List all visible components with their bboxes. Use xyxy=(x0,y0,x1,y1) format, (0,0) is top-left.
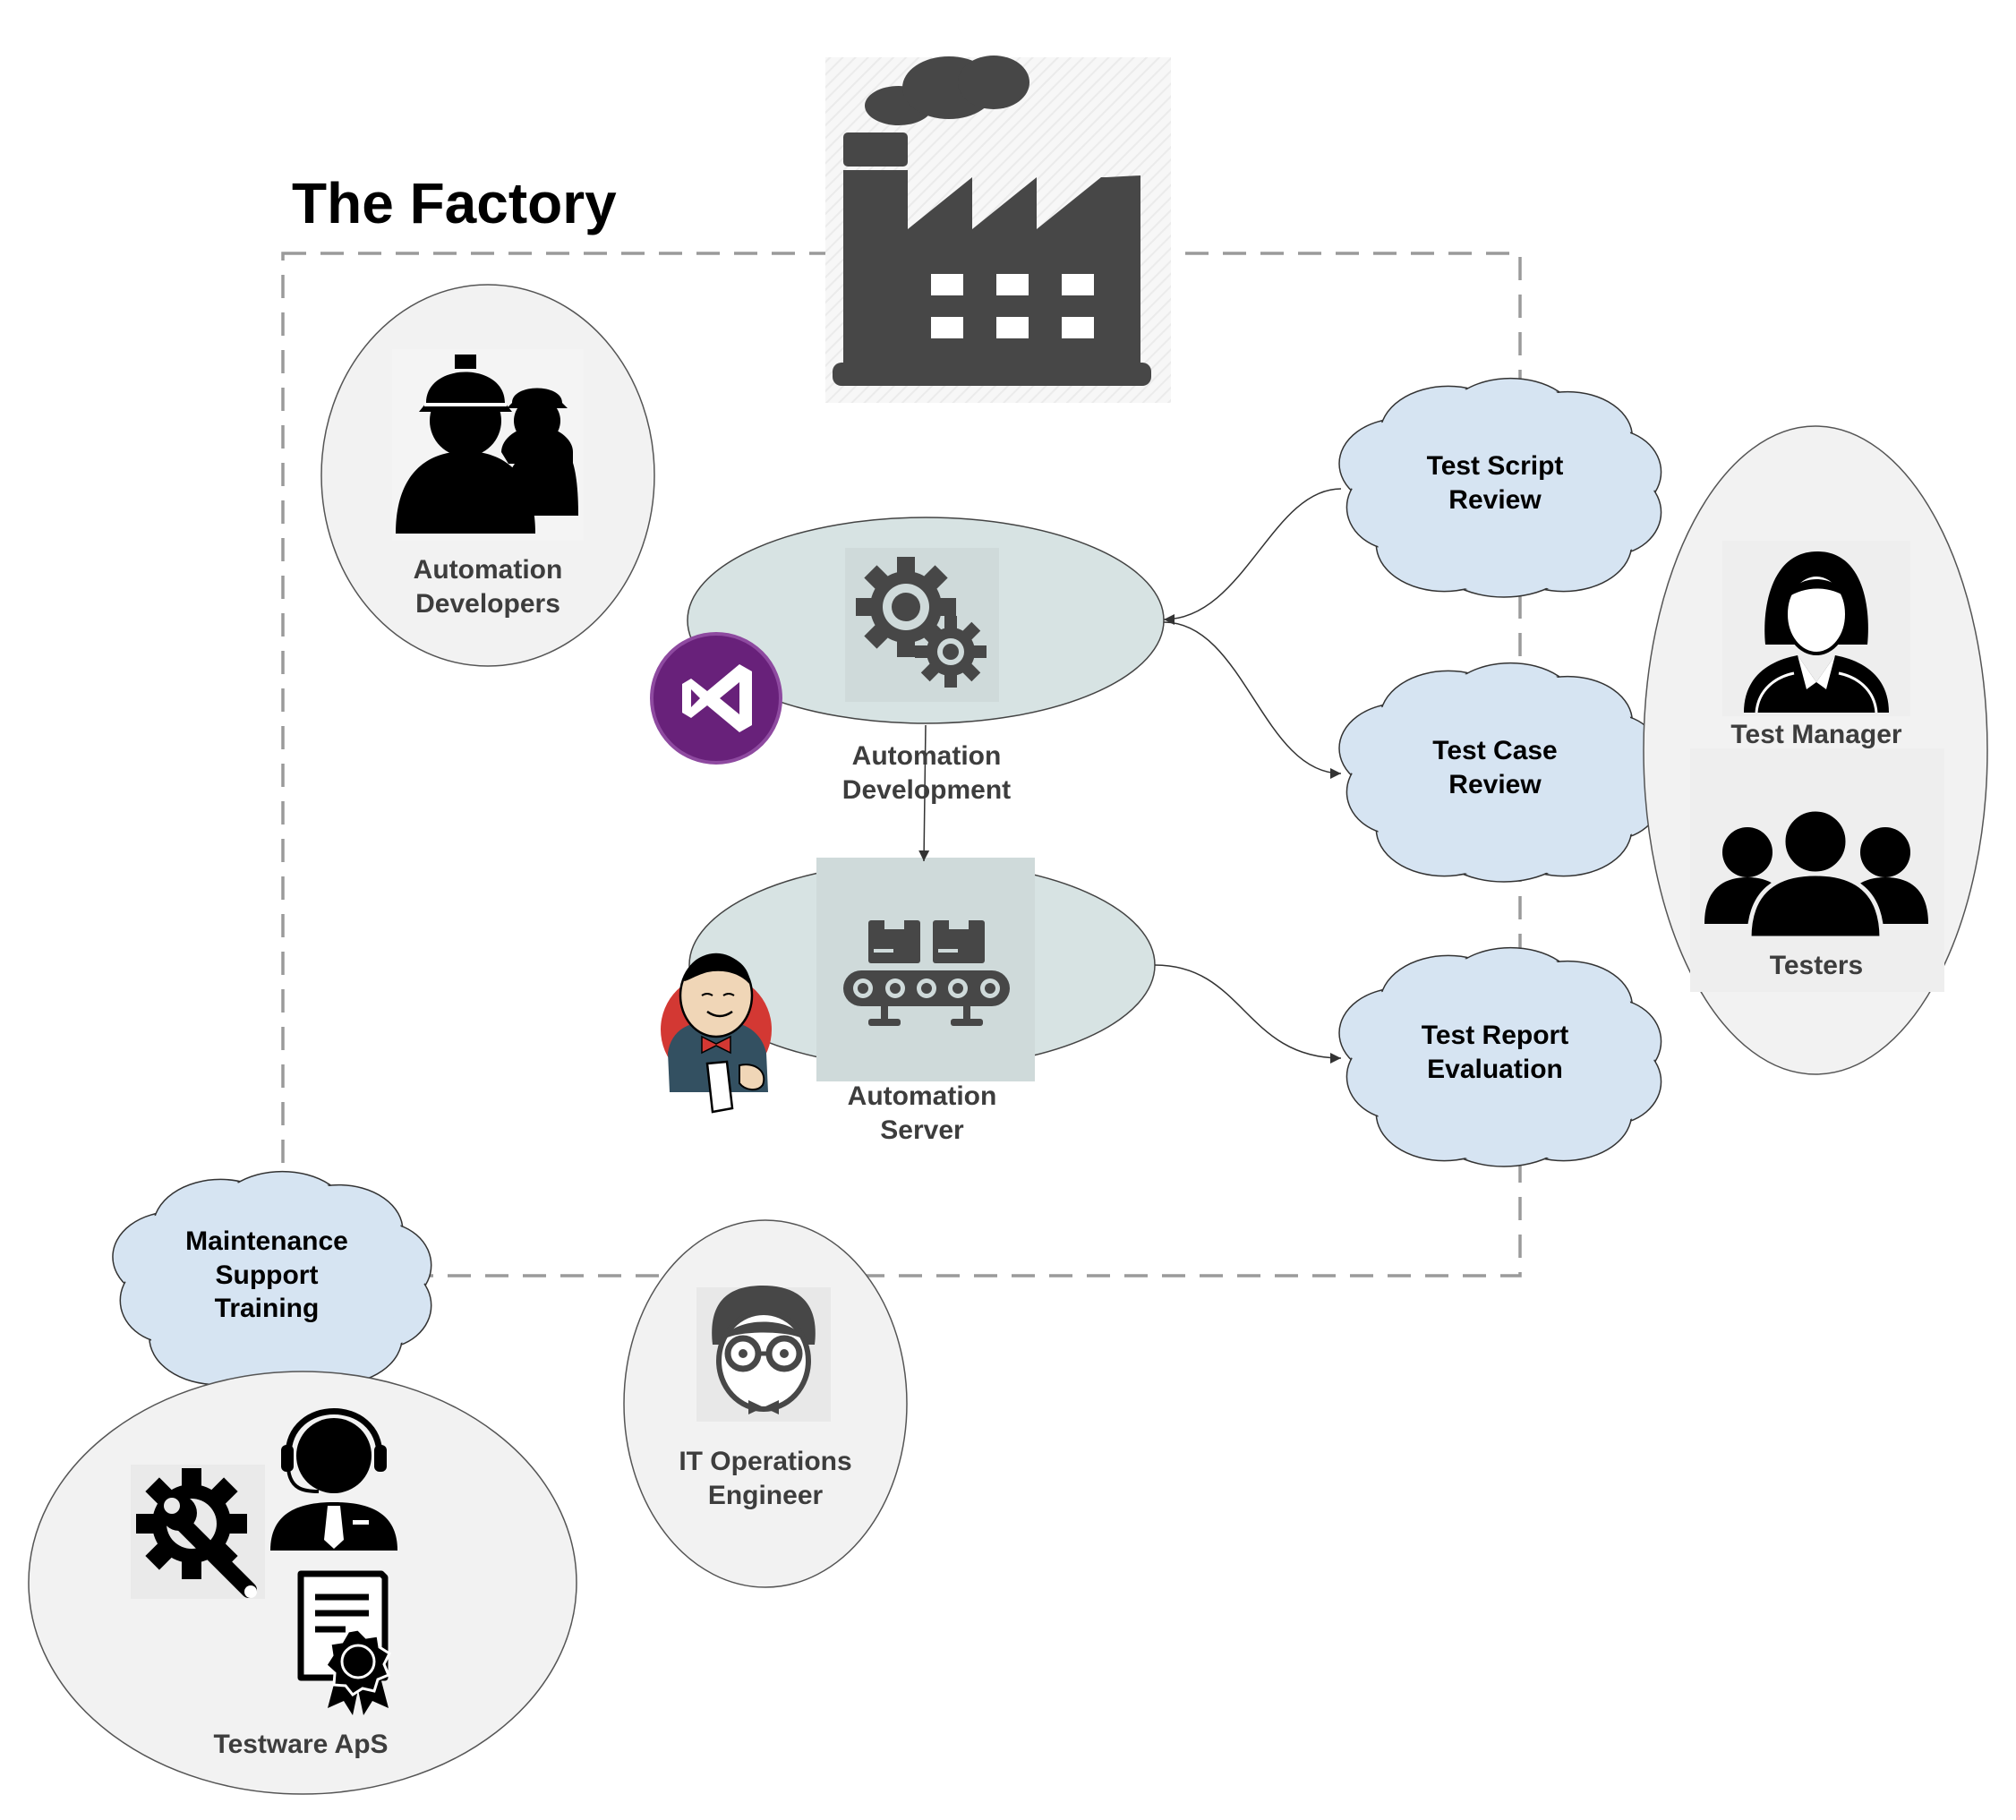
test-script-review-label: Test Script Review xyxy=(1426,451,1564,515)
connector-development-to-case-review xyxy=(1163,621,1342,779)
female-manager-icon xyxy=(1722,541,1910,716)
maintenance-support-training-label: Maintenance Support Training xyxy=(185,1226,348,1323)
diagram-title: The Factory xyxy=(292,171,617,235)
test-report-evaluation-cloud xyxy=(1338,946,1662,1167)
testers-label: Testers xyxy=(1769,951,1864,980)
maintenance-support-training-cloud xyxy=(112,1170,432,1391)
gears-icon xyxy=(845,548,999,702)
certificate-icon xyxy=(297,1570,391,1715)
nerd-engineer-icon xyxy=(696,1286,831,1422)
visual-studio-icon xyxy=(650,632,782,765)
support-agent-icon xyxy=(270,1408,397,1551)
construction-workers-icon xyxy=(392,349,584,541)
testers-group-icon xyxy=(1690,748,1944,992)
test-case-review-label: Test Case Review xyxy=(1432,736,1558,799)
factory-icon xyxy=(825,56,1171,403)
connector-development-to-server xyxy=(918,724,930,862)
connector-script-review-to-development xyxy=(1163,488,1342,625)
it-operations-engineer-label: IT Operations Engineer xyxy=(679,1447,852,1510)
test-script-review-cloud xyxy=(1338,377,1662,598)
test-report-evaluation-label: Test Report Evaluation xyxy=(1421,1021,1569,1084)
testware-aps-label: Testware ApS xyxy=(213,1730,389,1759)
automation-developers-label: Automation Developers xyxy=(413,555,563,619)
wrench-gear-icon xyxy=(131,1465,265,1599)
conveyor-icon xyxy=(816,858,1035,1081)
automation-server-label: Automation Server xyxy=(847,1081,997,1145)
connector-server-to-report xyxy=(1154,964,1342,1064)
test-manager-label: Test Manager xyxy=(1730,720,1902,749)
automation-development-label: Automation Development xyxy=(841,741,1012,805)
jenkins-icon xyxy=(661,953,772,1114)
